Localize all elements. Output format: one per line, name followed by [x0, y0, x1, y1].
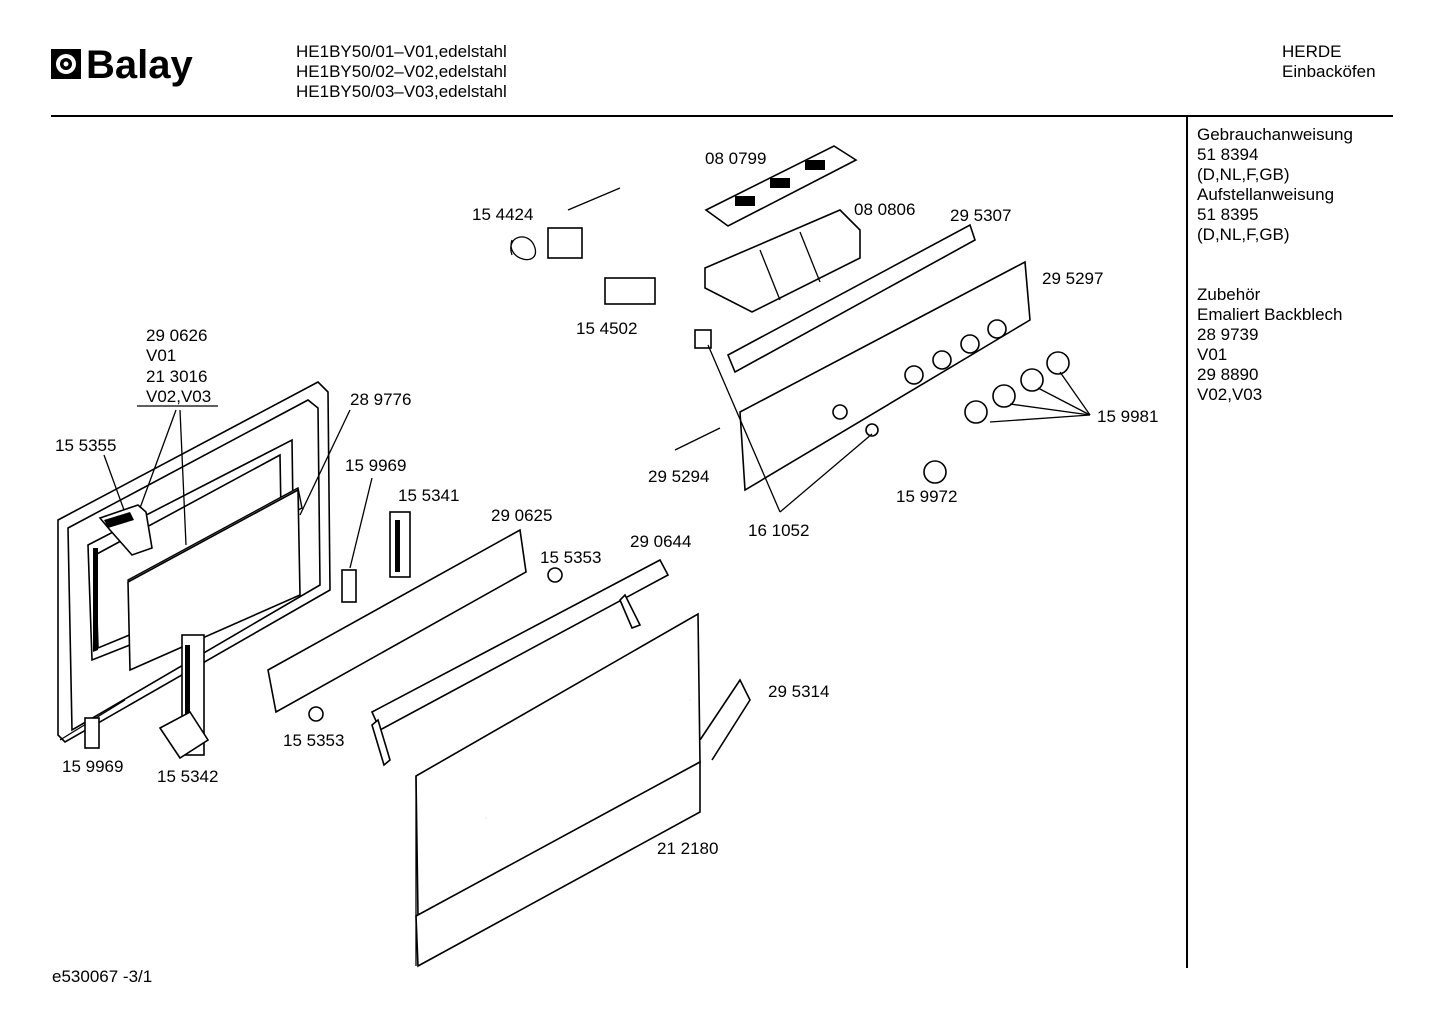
manual-languages: (D,NL,F,GB)	[1197, 165, 1290, 184]
panel-rail-part	[726, 223, 976, 374]
manual-number: 51 8394	[1197, 145, 1259, 164]
part-label: 15 9969	[62, 757, 123, 776]
brand-name: Balay	[86, 43, 193, 87]
indicator-lamp-part	[865, 423, 879, 437]
model-list: HE1BY50/01–V01,edelstahl HE1BY50/02–V02,…	[296, 42, 507, 102]
category-sub: Einbacköfen	[1282, 62, 1376, 81]
category-main: HERDE	[1282, 42, 1342, 61]
accessory-number: 28 9739	[1197, 325, 1259, 344]
part-label: 29 0625	[491, 506, 552, 525]
part-label: 15 4502	[576, 319, 637, 338]
screw-part	[308, 706, 324, 722]
part-label: 08 0806	[854, 200, 915, 219]
panel-knob-holes	[832, 319, 1007, 420]
part-label: 29 5297	[1042, 269, 1103, 288]
part-label: 28 9776	[350, 390, 411, 409]
door-handle-part	[699, 678, 751, 761]
model-line: HE1BY50/03–V03,edelstahl	[296, 82, 507, 101]
part-label: 29 0626	[146, 326, 207, 345]
model-line: HE1BY50/01–V01,edelstahl	[296, 42, 507, 61]
part-label: 21 3016	[146, 367, 207, 386]
product-category: HERDE Einbacköfen	[1282, 42, 1376, 82]
documentation-sidebar: Gebrauchanweisung 51 8394 (D,NL,F,GB) Au…	[1197, 125, 1397, 405]
install-title: Aufstellanweisung	[1197, 185, 1335, 204]
door-rail-part	[370, 558, 670, 767]
part-label: 15 5353	[540, 548, 601, 567]
pad-part	[84, 717, 100, 749]
part-label: V01	[146, 346, 176, 365]
part-label: 15 5355	[55, 436, 116, 455]
install-number: 51 8395	[1197, 205, 1259, 224]
part-label: 15 9972	[896, 487, 957, 506]
install-languages: (D,NL,F,GB)	[1197, 225, 1290, 244]
inner-panel-part	[267, 528, 527, 714]
accessory-name: Emaliert Backblech	[1197, 305, 1343, 324]
switch-part	[604, 277, 656, 305]
selector-bracket-part	[704, 145, 858, 227]
accessories-title: Zubehör	[1197, 285, 1261, 304]
switch-block-part	[704, 209, 861, 313]
glass-pane-part	[127, 488, 301, 672]
part-label: V02,V03	[146, 387, 211, 406]
screw-part	[547, 567, 563, 583]
pad-part	[341, 569, 357, 603]
lamp-holder-part	[674, 329, 721, 451]
door-front-part	[415, 612, 701, 968]
part-label: 15 5341	[398, 486, 459, 505]
drawing-id: e530067 -3/1	[52, 967, 153, 986]
manual-title: Gebrauchanweisung	[1197, 125, 1353, 144]
part-label: 29 5314	[768, 682, 829, 701]
part-label: 15 9969	[345, 456, 406, 475]
hinge-clip-part	[98, 504, 153, 556]
accessory-variant: V01	[1197, 345, 1228, 364]
part-label: 29 0644	[630, 532, 691, 551]
part-label: 08 0799	[705, 149, 766, 168]
part-label: 15 5342	[157, 767, 218, 786]
balay-logo-icon: Balay	[51, 43, 193, 87]
knobs-part	[923, 351, 1070, 484]
part-label: 29 5294	[648, 467, 709, 486]
part-label: 15 4424	[472, 205, 533, 224]
header-divider	[51, 115, 1393, 117]
control-panel-part	[739, 260, 1031, 492]
hinge-part	[158, 634, 210, 760]
sidebar-divider	[1186, 116, 1188, 968]
accessory-variant: V02,V03	[1197, 385, 1263, 404]
model-line: HE1BY50/02–V02,edelstahl	[296, 62, 507, 81]
part-label: 21 2180	[657, 839, 718, 858]
leader-lines	[103, 344, 1091, 569]
thermostat-part	[510, 187, 621, 261]
part-label: 15 5353	[283, 731, 344, 750]
part-label: 15 9981	[1097, 407, 1158, 426]
part-label: 29 5307	[950, 206, 1011, 225]
accessory-number: 29 8890	[1197, 365, 1259, 384]
part-label: 16 1052	[748, 521, 809, 540]
hinge-part	[389, 511, 411, 578]
brand-logo: Balay	[50, 41, 250, 87]
